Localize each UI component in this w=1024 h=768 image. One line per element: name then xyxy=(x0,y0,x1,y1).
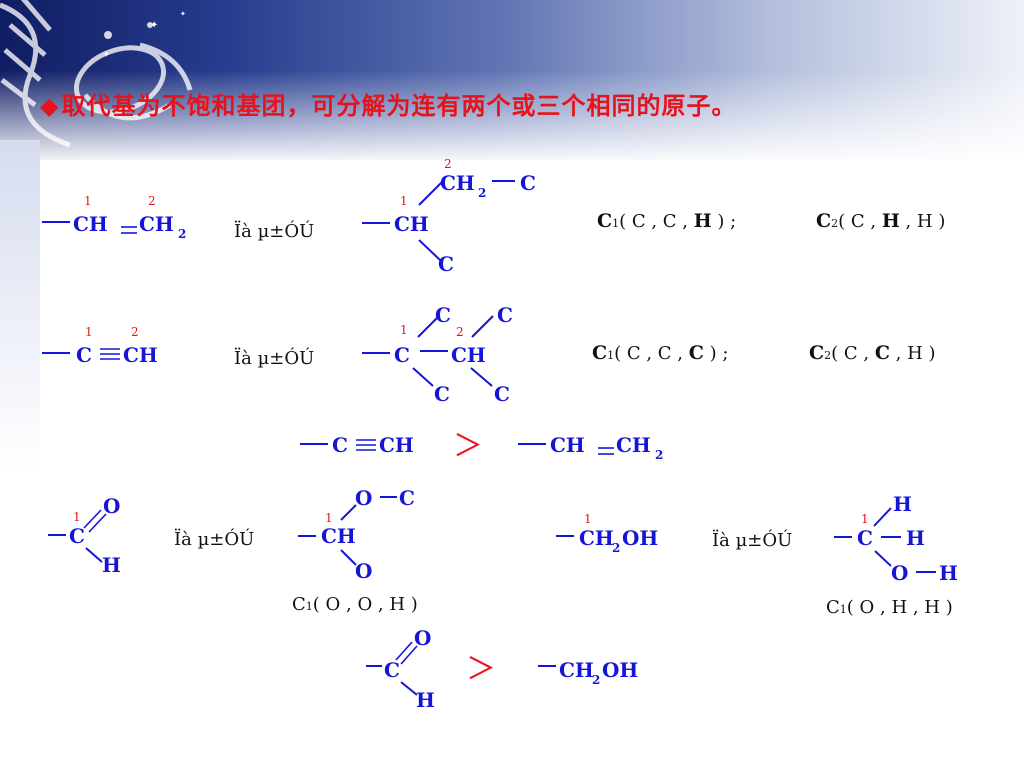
atom-label: C xyxy=(76,343,92,367)
atom-label: C xyxy=(494,382,510,406)
subscript: 2 xyxy=(478,186,486,200)
position-number: 1 xyxy=(84,194,92,208)
atom-label: CH xyxy=(440,171,475,195)
aldehyde-description: C1( O , O , H ) xyxy=(292,594,418,615)
side-fade xyxy=(0,140,40,470)
atom-label: H xyxy=(416,688,435,712)
ethynyl-equivalent-structure: C C 1 2 C CH C C xyxy=(362,303,513,406)
hydroxymethyl-equivalent-structure: H 1 C H O H xyxy=(834,492,958,585)
vinyl-equivalent-structure: 2 CH 2 C 1 CH C xyxy=(362,157,536,276)
alcohol-description: C1( O , H , H ) xyxy=(826,597,953,618)
star-icon: ✦ xyxy=(150,20,159,31)
atom-label: C xyxy=(399,486,415,510)
atom-label: CH xyxy=(123,343,158,367)
ethynyl-description: C1( C , C , C ) ; C2( C , C , H ) xyxy=(592,342,936,364)
atom-label: CH xyxy=(379,433,414,457)
aldehyde-equivalent-structure: O C 1 CH O xyxy=(298,486,415,583)
position-number: 1 xyxy=(861,512,869,526)
atom-label: H xyxy=(906,526,925,550)
banner-fade xyxy=(0,70,1024,170)
title-text: 取代基为不饱和基团，可分解为连有两个或三个相同的原子。 xyxy=(61,92,737,120)
vinyl-description: C1( C , C , H ) ; C2( C , H , H ) xyxy=(597,210,945,232)
atom-label: CH xyxy=(550,433,585,457)
atom-label: C xyxy=(69,524,85,548)
atom-label: H xyxy=(102,553,121,577)
comparison-aldehyde-alcohol: O C H ＞ CH 2 OH xyxy=(366,626,638,712)
star-icon: ✦ xyxy=(103,50,110,59)
equivalent-label: Ïà µ±ÓÚ xyxy=(234,219,314,242)
diamond-bullet-icon: ◆ xyxy=(40,92,60,120)
atom-label: H xyxy=(893,492,912,516)
swirl-decoration-icon xyxy=(0,0,193,148)
position-number: 1 xyxy=(325,511,333,525)
subscript: 2 xyxy=(178,227,186,241)
position-number: 2 xyxy=(131,325,139,339)
atom-label: O xyxy=(355,559,372,583)
vinyl-group: 1 2 CH CH 2 xyxy=(42,194,186,241)
position-number: 1 xyxy=(73,510,81,524)
atom-label: C xyxy=(434,382,450,406)
atom-label: C xyxy=(497,303,513,327)
aldehyde-group: O 1 C H xyxy=(48,494,121,577)
star-icon: ✦ xyxy=(180,10,186,18)
position-number: 1 xyxy=(400,194,408,208)
subscript: 2 xyxy=(612,541,620,555)
atom-label: C xyxy=(332,433,348,457)
hydroxymethyl-group: 1 CH 2 OH xyxy=(556,512,658,555)
atom-label: O xyxy=(103,494,120,518)
atom-label: CH xyxy=(73,212,108,236)
ethynyl-group: 1 2 C CH xyxy=(42,325,158,367)
atom-label: C xyxy=(520,171,536,195)
greater-than-sign: ＞ xyxy=(453,429,483,464)
atom-label: OH xyxy=(602,658,638,682)
position-number: 1 xyxy=(400,323,408,337)
equivalent-label: Ïà µ±ÓÚ xyxy=(174,527,254,550)
atom-label: CH xyxy=(616,433,651,457)
c2-description: C2( C , C , H ) xyxy=(809,342,936,364)
atom-label: O xyxy=(355,486,372,510)
atom-label: C xyxy=(857,526,873,550)
atom-label: C xyxy=(435,303,451,327)
atom-label: CH xyxy=(579,526,614,550)
slide-title: ◆取代基为不饱和基团，可分解为连有两个或三个相同的原子。 xyxy=(40,86,736,121)
c1-description: C1( C , C , C ) ; xyxy=(592,342,728,364)
atom-label: OH xyxy=(622,526,658,550)
subscript: 2 xyxy=(655,448,663,462)
greater-than-sign: ＞ xyxy=(466,652,496,687)
position-number: 1 xyxy=(584,512,592,526)
equivalent-label: Ïà µ±ÓÚ xyxy=(712,528,792,551)
atom-label: CH xyxy=(139,212,174,236)
position-number: 1 xyxy=(85,325,93,339)
atom-label: C xyxy=(384,658,400,682)
atom-label: C xyxy=(394,343,410,367)
atom-label: O xyxy=(891,561,908,585)
comparison-ethynyl-vinyl: C CH ＞ CH CH 2 xyxy=(300,429,663,464)
c2-description: C2( C , H , H ) xyxy=(816,210,945,232)
equivalent-label: Ïà µ±ÓÚ xyxy=(234,346,314,369)
subscript: 2 xyxy=(592,673,600,687)
atom-label: CH xyxy=(394,212,429,236)
position-number: 2 xyxy=(456,325,464,339)
atom-label: CH xyxy=(559,658,594,682)
position-number: 2 xyxy=(444,157,452,171)
atom-label: C xyxy=(438,252,454,276)
atom-label: CH xyxy=(321,524,356,548)
c1-description: C1( C , C , H ) ; xyxy=(597,210,736,232)
position-number: 2 xyxy=(148,194,156,208)
atom-label: H xyxy=(939,561,958,585)
atom-label: CH xyxy=(451,343,486,367)
atom-label: O xyxy=(414,626,431,650)
